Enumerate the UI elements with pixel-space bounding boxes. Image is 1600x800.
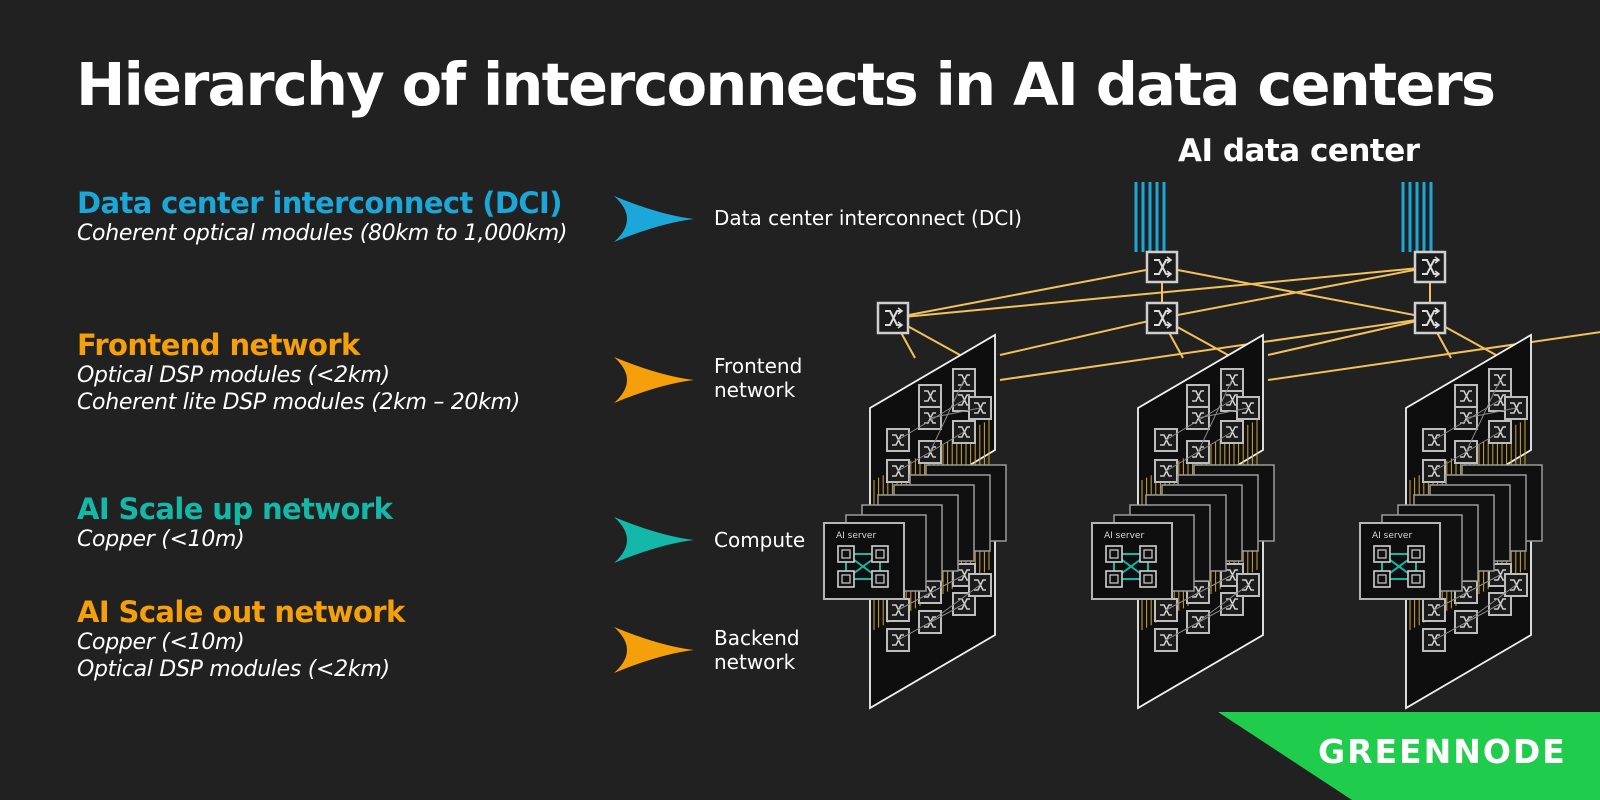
spine-link bbox=[892, 266, 1163, 319]
arrowhead-icon bbox=[614, 517, 694, 563]
panel-wiring bbox=[1165, 379, 1249, 472]
tier-scale-out: AI Scale out network Copper (<10m) Optic… bbox=[77, 595, 405, 683]
spine-link bbox=[1161, 266, 1431, 319]
tier-frontend: Frontend network Optical DSP modules (<2… bbox=[77, 328, 520, 416]
tier-detail: Coherent lite DSP modules (2km – 20km) bbox=[77, 390, 520, 415]
logo-banner-shape bbox=[1218, 712, 1600, 800]
arrow-label-backend: Backend network bbox=[714, 626, 800, 674]
tier-detail: Optical DSP modules (<2km) bbox=[77, 363, 390, 388]
spine-link bbox=[892, 266, 1431, 319]
panel-wiring bbox=[897, 379, 981, 472]
panel-wiring bbox=[1433, 379, 1517, 472]
uplink bbox=[999, 317, 1431, 381]
uplink bbox=[999, 317, 1163, 356]
tier-heading: AI Scale out network bbox=[77, 595, 405, 629]
panel-wiring bbox=[1433, 574, 1517, 641]
tier-scale-up: AI Scale up network Copper (<10m) bbox=[77, 492, 393, 553]
tier-dci: Data center interconnect (DCI) Coherent … bbox=[77, 186, 567, 247]
arrowhead-icon bbox=[614, 627, 694, 673]
greennode-logo: GREENNODE bbox=[1318, 732, 1567, 771]
arrow-label-compute: Compute bbox=[714, 528, 806, 552]
scale-up-links bbox=[1381, 553, 1417, 580]
ai-server-label: AI server bbox=[1104, 531, 1144, 541]
scale-up-links bbox=[845, 553, 881, 580]
pod-3: AI server bbox=[1359, 317, 1543, 710]
tier-detail: Copper (<10m) bbox=[77, 527, 245, 552]
scale-up-links bbox=[1113, 553, 1149, 580]
uplink bbox=[1267, 331, 1600, 381]
tier-detail: Optical DSP modules (<2km) bbox=[77, 657, 390, 682]
arrowhead-icon bbox=[614, 196, 694, 242]
arrow-label-frontend: Frontend network bbox=[714, 354, 803, 402]
uplink bbox=[1267, 317, 1431, 356]
page-title: Hierarchy of interconnects in AI data ce… bbox=[76, 50, 1496, 119]
tier-heading: Data center interconnect (DCI) bbox=[77, 186, 563, 220]
diagram-label: AI data center bbox=[1178, 133, 1420, 169]
pod-2: AI server bbox=[1091, 317, 1600, 710]
arrow-label-dci: Data center interconnect (DCI) bbox=[714, 206, 1022, 230]
tier-heading: AI Scale up network bbox=[77, 492, 393, 526]
tier-detail: Copper (<10m) bbox=[77, 630, 245, 655]
panel-wiring bbox=[897, 574, 981, 641]
ai-server-label: AI server bbox=[1372, 531, 1412, 541]
panel-wiring bbox=[1165, 574, 1249, 641]
spine-links bbox=[892, 266, 1431, 319]
tier-heading: Frontend network bbox=[77, 328, 360, 362]
ai-server-label: AI server bbox=[836, 531, 876, 541]
tier-detail: Coherent optical modules (80km to 1,000k… bbox=[77, 221, 568, 246]
arrowhead-icon bbox=[614, 357, 694, 403]
pod-1: AI server bbox=[823, 317, 1431, 710]
